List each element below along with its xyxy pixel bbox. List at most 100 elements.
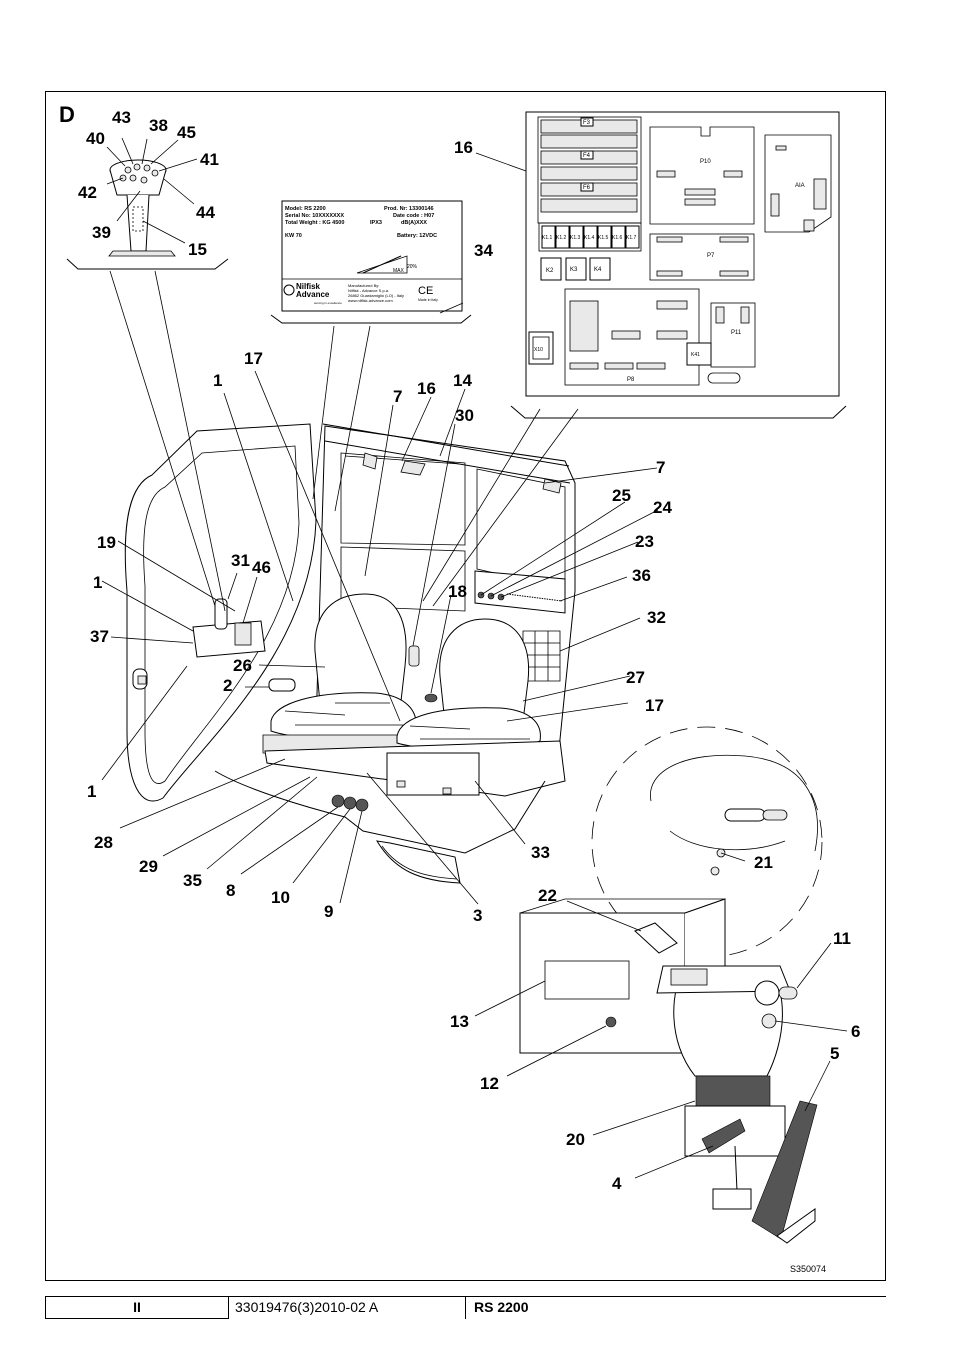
svg-text:P11: P11 [731,330,742,336]
svg-text:K1.7: K1.7 [626,235,637,241]
drawing-code: S350074 [790,1264,827,1274]
callout-41: 41 [200,150,219,169]
svg-text:F4: F4 [583,153,591,159]
svg-text:KW 70: KW 70 [285,233,302,239]
svg-text:P7: P7 [707,253,715,259]
svg-text:CE: CE [418,285,433,297]
callout-44: 44 [196,203,215,222]
svg-text:serving in excellence: serving in excellence [314,301,342,305]
callout-40: 40 [86,129,105,148]
callout-7b: 7 [656,458,665,477]
svg-text:Date code : H07: Date code : H07 [393,213,434,219]
callout-1b: 1 [93,573,102,592]
page-number: II [45,1297,229,1319]
callout-45: 45 [177,123,196,142]
callout-22: 22 [538,886,557,905]
svg-text:Serial No: 10XXXXXXX: Serial No: 10XXXXXXX [285,213,344,219]
svg-text:K1.5: K1.5 [598,235,609,241]
svg-text:20%: 20% [407,264,418,270]
callout-19: 19 [97,533,116,552]
callout-25: 25 [612,486,631,505]
svg-text:MAX: MAX [393,268,405,274]
callout-37: 37 [90,627,109,646]
svg-text:AIA: AIA [795,183,805,189]
model-name: RS 2200 [474,1299,529,1315]
svg-text:K4: K4 [594,267,602,273]
leader-lines [101,137,848,1179]
callout-31: 31 [231,551,250,570]
svg-text:Advance: Advance [296,290,330,299]
cab [124,423,576,884]
operator-cab-illustration: D Model: RS 2200 Prod. Nr: 13300146 Seri… [59,102,860,1244]
svg-text:Model: RS 2200: Model: RS 2200 [285,206,326,212]
callout-1a: 1 [213,371,222,390]
figure-frame [45,91,886,1281]
svg-text:K1.1: K1.1 [542,235,553,241]
callout-33: 33 [531,843,550,862]
callout-1c: 1 [87,782,96,801]
svg-text:K1.6: K1.6 [612,235,623,241]
callout-18: 18 [448,582,467,601]
svg-text:26862 Guardamiglio (LO) - Ital: 26862 Guardamiglio (LO) - Italy [348,293,404,298]
callout-15: 15 [188,240,207,259]
callout-28: 28 [94,833,113,852]
svg-text:IPX3: IPX3 [370,220,382,226]
callout-27: 27 [626,668,645,687]
callout-38: 38 [149,116,168,135]
callout-9: 9 [324,902,333,921]
callout-20: 20 [566,1130,585,1149]
svg-text:K41: K41 [691,352,700,358]
callout-17a: 17 [244,349,263,368]
callout-10: 10 [271,888,290,907]
svg-text:Nilfisk: Nilfisk [296,282,321,291]
callout-11: 11 [833,929,851,948]
svg-text:www.nilfisk-advance.com: www.nilfisk-advance.com [348,298,393,303]
svg-text:K2: K2 [546,268,554,274]
callout-43: 43 [112,108,131,127]
callout-34: 34 [474,241,493,260]
callout-4: 4 [612,1174,622,1193]
section-letter: D [59,102,75,127]
svg-text:F3: F3 [583,120,591,126]
svg-text:Made in Italy: Made in Italy [418,298,438,302]
callout-26: 26 [233,656,252,675]
callout-23: 23 [635,532,654,551]
callout-6: 6 [851,1022,860,1041]
callout-8: 8 [226,881,235,900]
callout-2: 2 [223,676,232,695]
svg-text:P10: P10 [700,159,711,165]
svg-text:Manufactured By:: Manufactured By: [348,283,379,288]
svg-text:K1.4: K1.4 [584,235,595,241]
callout-39: 39 [92,223,111,242]
callout-5: 5 [830,1044,839,1063]
callout-16a: 16 [454,138,473,157]
callout-16b: 16 [417,379,436,398]
callout-35: 35 [183,871,202,890]
svg-text:K1.3: K1.3 [570,235,581,241]
callout-14: 14 [453,371,472,390]
callout-labels: 43 38 45 40 41 42 44 39 15 16 34 17 1 7 … [78,108,860,1193]
svg-text:X10: X10 [534,347,543,353]
page-footer: II 33019476(3)2010-02 A RS 2200 [45,1296,886,1319]
relay-row [541,225,640,249]
callout-36: 36 [632,566,651,585]
callout-7a: 7 [393,387,402,406]
callout-32: 32 [647,608,666,627]
callout-21: 21 [754,853,773,872]
callout-30: 30 [455,406,474,425]
callout-17b: 17 [645,696,664,715]
nameplate: Model: RS 2200 Prod. Nr: 13300146 Serial… [270,200,472,324]
svg-text:Nilfisk - Advance S.p.a.: Nilfisk - Advance S.p.a. [348,288,389,293]
svg-text:P8: P8 [627,377,635,383]
electrical-panel: F3 F4 F6 K1.1 K1.2 K1.3 K1.4 K1.5 K1.6 K… [510,111,847,419]
callout-29: 29 [139,857,158,876]
svg-text:F6: F6 [583,185,591,191]
steering-console [519,726,823,1244]
callout-24: 24 [653,498,672,517]
svg-text:Battery: 12VDC: Battery: 12VDC [397,233,437,239]
document-code: 33019476(3)2010-02 A [229,1297,466,1319]
callout-13: 13 [450,1012,469,1031]
svg-text:Total Weight : KG 4500: Total Weight : KG 4500 [285,220,344,226]
svg-text:K3: K3 [570,267,578,273]
callout-42: 42 [78,183,97,202]
